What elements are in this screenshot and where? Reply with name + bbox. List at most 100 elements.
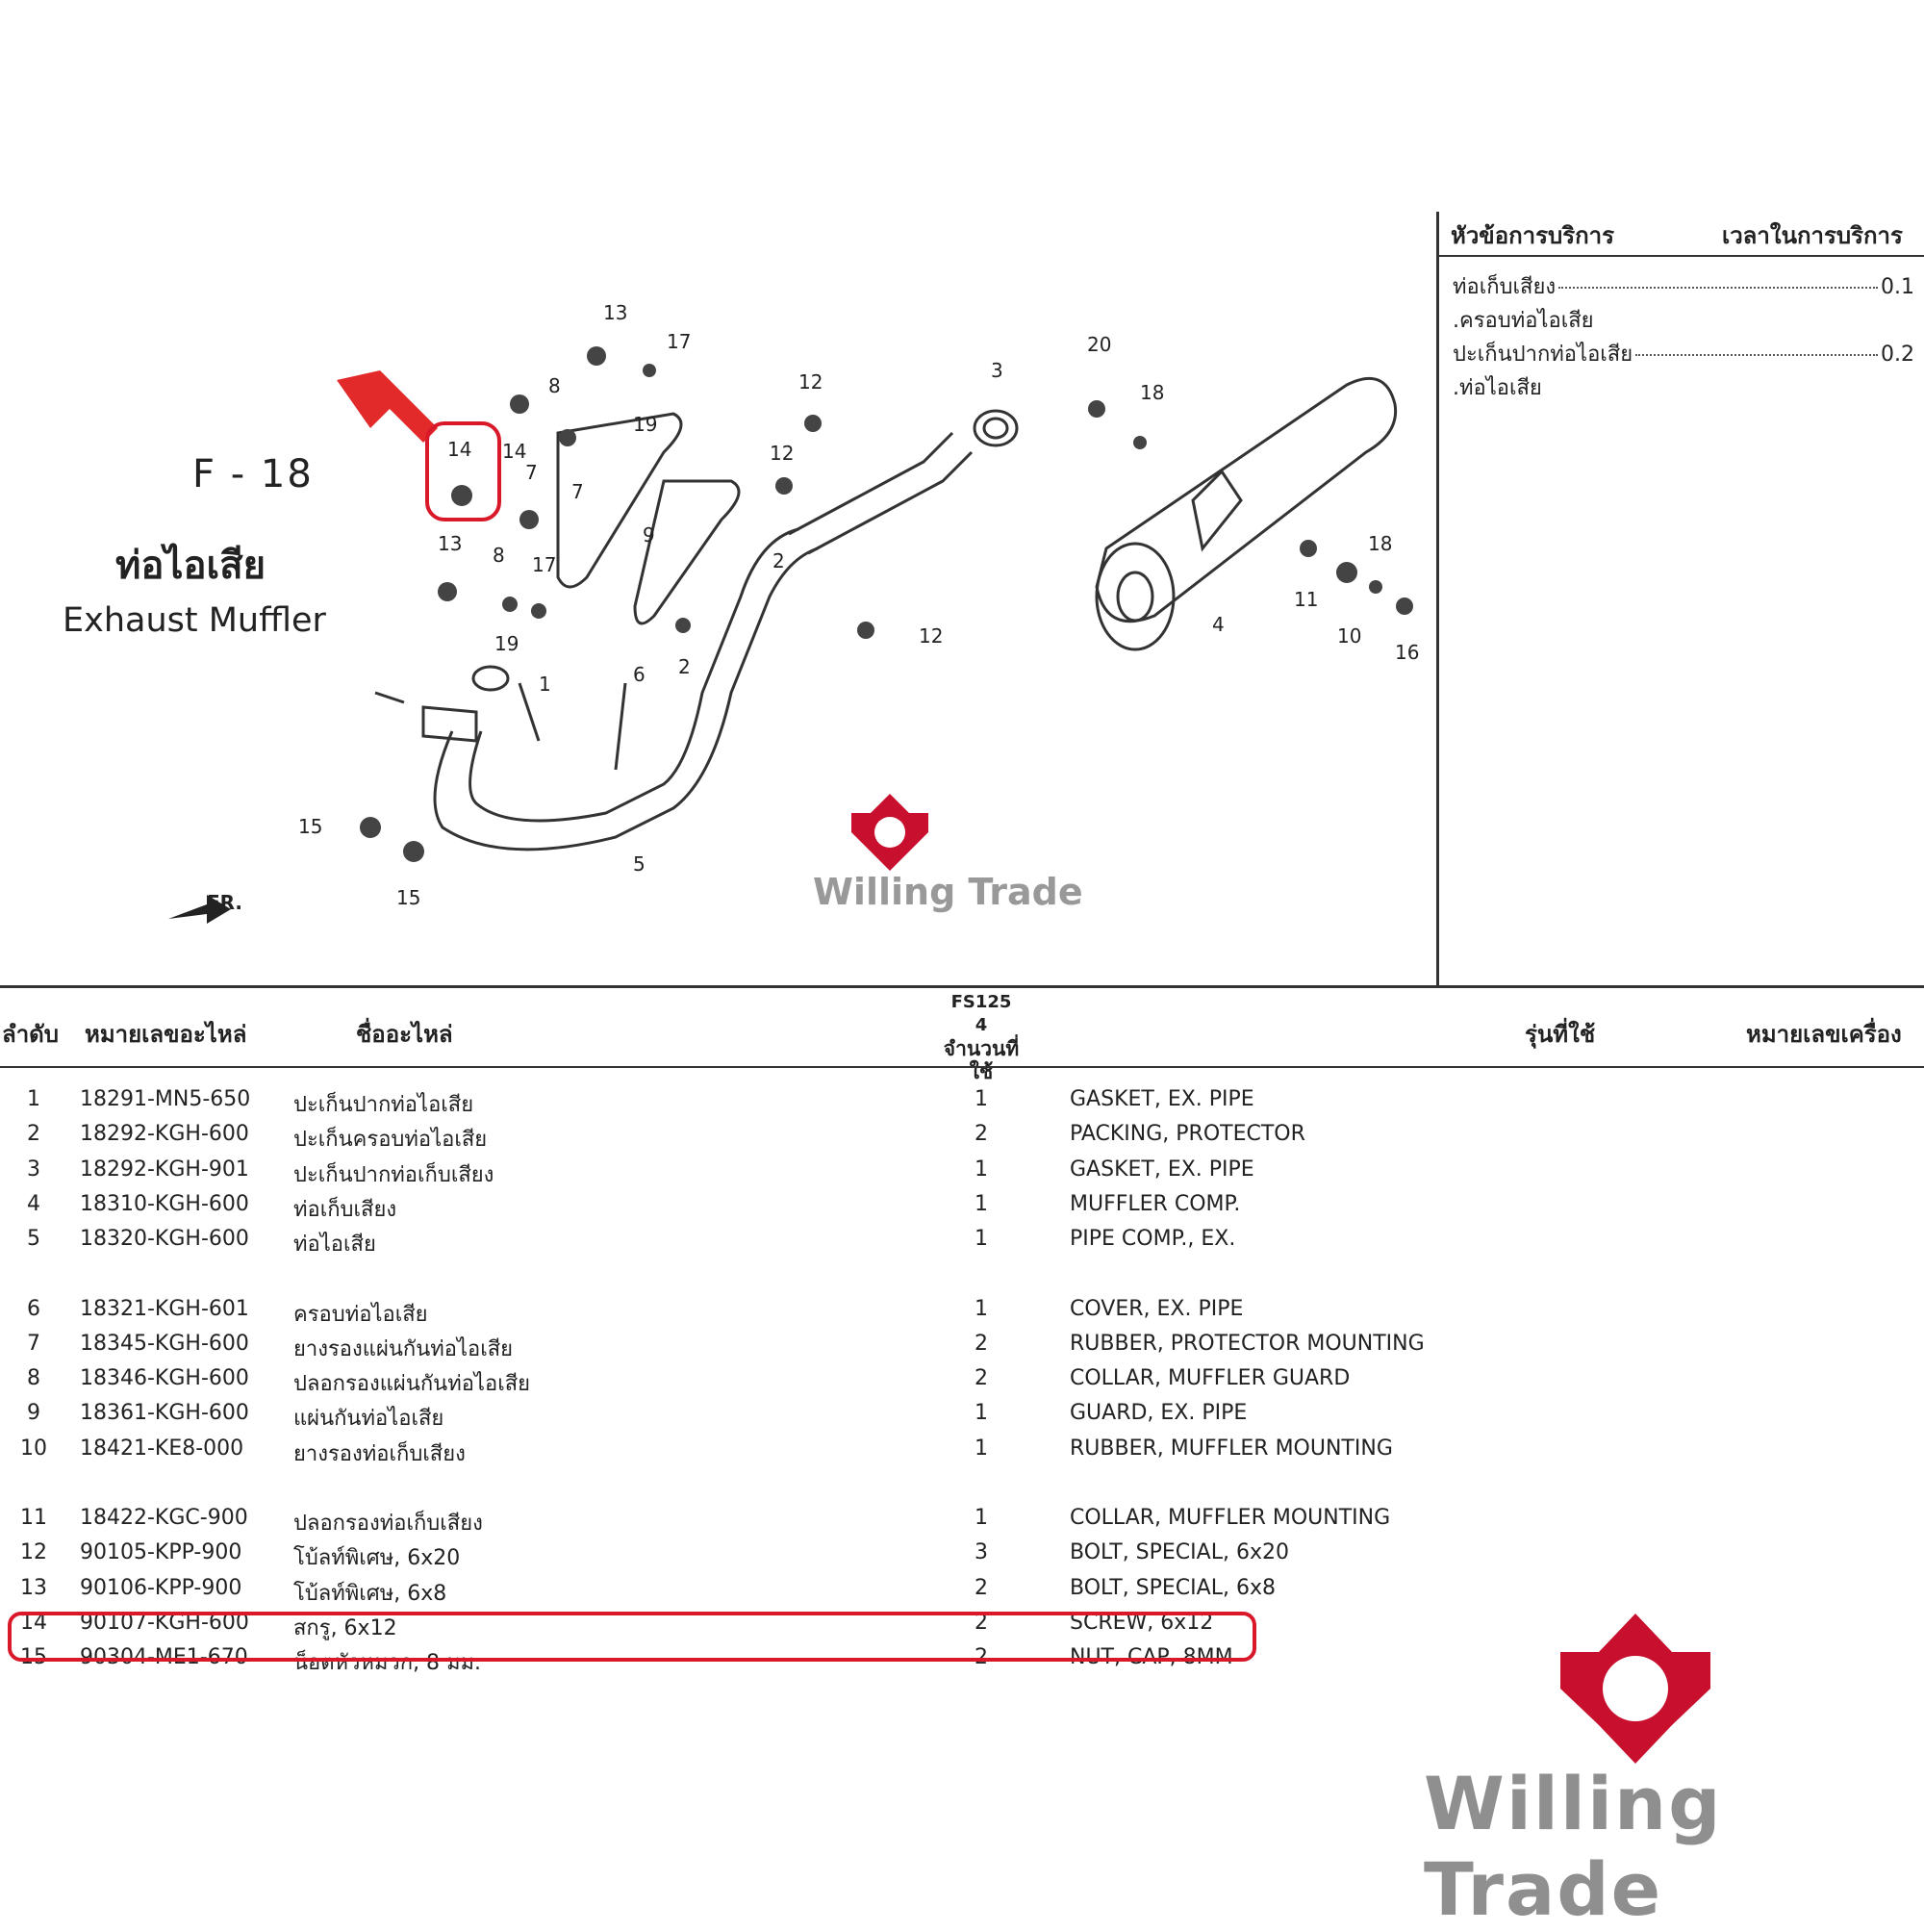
quantity: 1: [975, 1087, 988, 1111]
highlight-row-14: [8, 1612, 1256, 1662]
service-header-item: หัวข้อการบริการ: [1451, 222, 1615, 249]
col-header-used-model: รุ่นที่ใช้: [1525, 1021, 1596, 1048]
quantity: 2: [975, 1645, 988, 1670]
quantity: 1: [975, 1506, 988, 1530]
svg-text:6: 6: [633, 663, 646, 686]
service-row-label: .ท่อไอเสีย: [1453, 376, 1542, 400]
svg-text:9: 9: [643, 523, 655, 547]
part-name-english: COVER, EX. PIPE: [1070, 1296, 1244, 1321]
col-header-engine-no: หมายเลขเครื่อง: [1746, 1021, 1902, 1048]
svg-text:4: 4: [1212, 613, 1225, 636]
svg-text:10: 10: [1337, 624, 1361, 648]
service-row: ปะเก็นปากท่อไอเสีย 0.2: [1453, 337, 1914, 370]
quantity: 2: [975, 1610, 988, 1635]
svg-text:14: 14: [502, 440, 526, 463]
part-name-thai-text: ปะเก็นปากท่อเก็บเสียง: [293, 1162, 494, 1187]
front-direction-label: FR.: [207, 891, 242, 914]
figure-code: F - 18: [192, 452, 314, 496]
svg-text:2: 2: [678, 655, 691, 678]
figure-title-english: Exhaust Muffler: [63, 601, 326, 640]
service-row-label: ท่อเก็บเสียง: [1453, 275, 1557, 299]
svg-text:14: 14: [447, 438, 471, 461]
part-number: 18345-KGH-600: [80, 1331, 249, 1356]
service-panel-divider: [1436, 212, 1439, 986]
part-number: 18320-KGH-600: [80, 1227, 249, 1252]
part-name-english: PIPE COMP., EX.: [1070, 1227, 1236, 1252]
col-header-name: ชื่ออะไหล่: [356, 1021, 453, 1048]
dot-leader: [1635, 354, 1878, 356]
row-number: 4: [27, 1191, 40, 1216]
part-name-english: RUBBER, PROTECTOR MOUNTING: [1070, 1331, 1425, 1356]
part-name-english: GASKET, EX. PIPE: [1070, 1087, 1254, 1111]
part-name-english: BOLT, SPECIAL, 6x8: [1070, 1575, 1276, 1600]
svg-text:3: 3: [991, 359, 1003, 382]
part-number: 18292-KGH-600: [80, 1122, 249, 1147]
quantity: 3: [975, 1540, 988, 1565]
part-number: 18421-KE8-000: [80, 1436, 244, 1461]
svg-text:18: 18: [1368, 532, 1392, 555]
row-number: 11: [20, 1506, 47, 1530]
quantity: 1: [975, 1401, 988, 1426]
svg-text:12: 12: [798, 370, 823, 394]
part-name-thai-text: น็อตหัวหมวก, 8 มม.: [293, 1651, 482, 1676]
service-row-time: 0.1: [1881, 275, 1914, 299]
quantity: 2: [975, 1331, 988, 1356]
part-name-english: BOLT, SPECIAL, 6x20: [1070, 1540, 1289, 1565]
brand-logo: [1560, 1614, 1710, 1764]
col-header-model: FS125 4 จำนวนที่ใช้: [933, 991, 1029, 1083]
part-name-thai-text: ปลอกรองท่อเก็บเสียง: [293, 1512, 483, 1536]
row-number: 13: [20, 1575, 47, 1600]
part-name-english: PACKING, PROTECTOR: [1070, 1122, 1305, 1147]
service-row-time: 0.2: [1881, 343, 1914, 367]
model-variant: 4: [975, 1015, 988, 1035]
part-number: 18346-KGH-600: [80, 1366, 249, 1391]
col-header-part-no: หมายเลขอะไหล่: [85, 1021, 247, 1048]
part-name-thai-text: แผ่นกันท่อไอเสีย: [293, 1407, 444, 1432]
svg-text:12: 12: [919, 624, 943, 648]
service-header-time: เวลาในการบริการ: [1722, 222, 1903, 249]
svg-text:17: 17: [667, 330, 691, 353]
row-number: 10: [20, 1436, 47, 1461]
part-name-thai-text: ท่อไอเสีย: [293, 1233, 376, 1258]
part-number: 18361-KGH-600: [80, 1401, 249, 1426]
svg-text:11: 11: [1294, 588, 1318, 611]
part-name-english: RUBBER, MUFFLER MOUNTING: [1070, 1436, 1393, 1461]
svg-text:15: 15: [298, 815, 322, 838]
svg-text:7: 7: [525, 461, 538, 484]
part-number: 18291-MN5-650: [80, 1087, 251, 1111]
row-number: 3: [27, 1157, 40, 1182]
row-number: 1: [27, 1087, 40, 1111]
service-row: .ท่อไอเสีย: [1453, 370, 1914, 404]
svg-text:8: 8: [493, 544, 505, 567]
row-number: 6: [27, 1296, 40, 1321]
part-number: 90304-ME1-670: [80, 1645, 248, 1670]
part-name-english: GUARD, EX. PIPE: [1070, 1401, 1248, 1426]
part-name-thai-text: โบ้ลท์พิเศษ, 6x8: [293, 1581, 447, 1606]
service-panel-header-line: [1436, 255, 1924, 257]
part-name-thai-text: ท่อเก็บเสียง: [293, 1197, 397, 1222]
figure-title-thai: ท่อไอเสีย: [115, 544, 266, 588]
row-number: 2: [27, 1122, 40, 1147]
part-name-english: MUFFLER COMP.: [1070, 1191, 1241, 1216]
svg-text:8: 8: [548, 374, 561, 397]
quantity: 2: [975, 1575, 988, 1600]
part-number: 18321-KGH-601: [80, 1296, 249, 1321]
svg-text:7: 7: [571, 480, 584, 503]
part-name-english: COLLAR, MUFFLER MOUNTING: [1070, 1506, 1391, 1530]
col-header-no: ลำดับ: [2, 1021, 60, 1048]
quantity: 1: [975, 1191, 988, 1216]
part-name-thai-text: ปะเก็นครอบท่อไอเสีย: [293, 1128, 488, 1153]
part-name-thai-text: สกรู, 6x12: [293, 1615, 397, 1640]
row-number: 5: [27, 1227, 40, 1252]
part-name-thai-text: ครอบท่อไอเสีย: [293, 1302, 428, 1327]
